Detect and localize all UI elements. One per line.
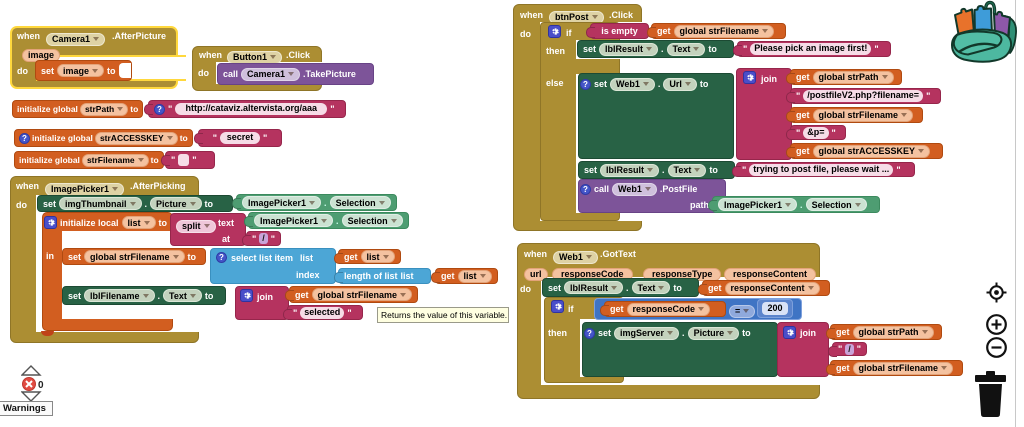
svg-text:0: 0 bbox=[38, 380, 44, 391]
